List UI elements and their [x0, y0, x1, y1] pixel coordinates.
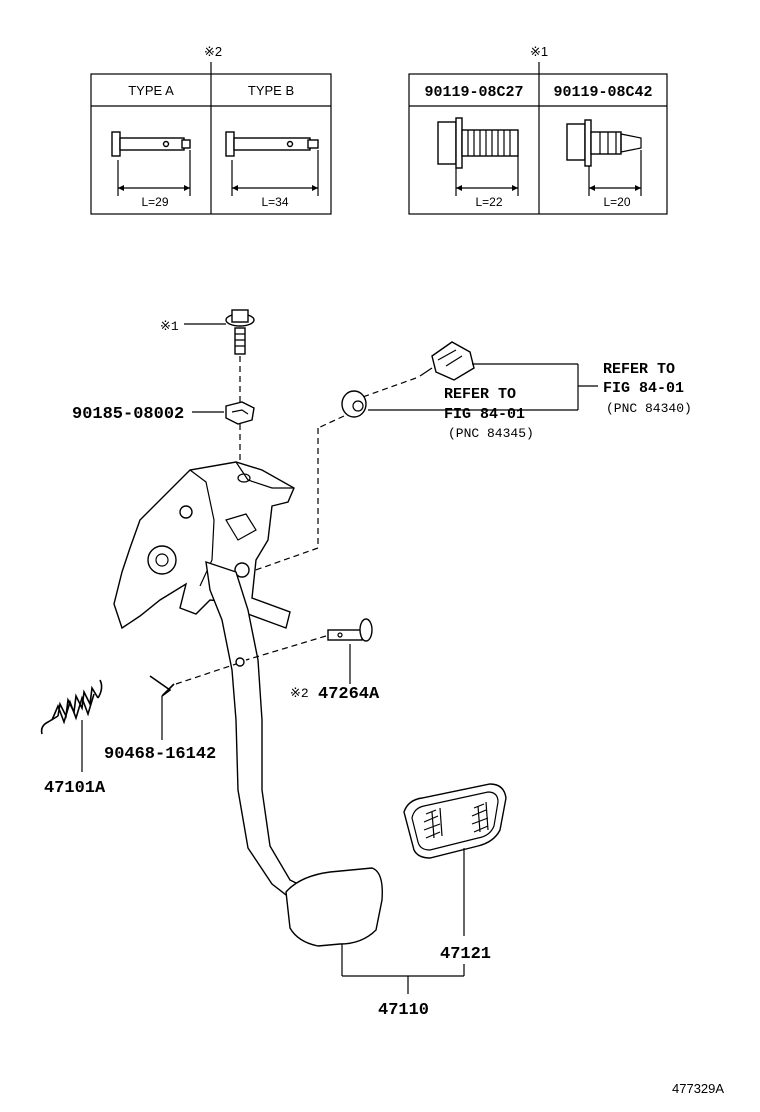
- bolt-marker: ※1: [160, 319, 179, 334]
- pedal-bracket-icon: [113, 461, 295, 630]
- retaining-clip-icon: [149, 675, 175, 697]
- pad-part-number: 47121: [440, 945, 491, 964]
- bolt-a-header: 90119-08C27: [424, 84, 523, 101]
- clevis-pin-icon: [327, 618, 373, 642]
- pedal-cushion-icon: [341, 390, 367, 418]
- stop-lamp-switch-icon: [419, 341, 475, 381]
- pin-marker: ※2: [290, 686, 309, 701]
- type-b-length: L=34: [261, 195, 288, 209]
- refer-84345-line2: FIG 84-01: [444, 406, 525, 423]
- pin-type-b-icon: [225, 131, 319, 196]
- pedal-pad-icon: [403, 783, 507, 859]
- bolt-table: ※1 90119-08C27 90119-08C42 L=22: [408, 44, 668, 215]
- pin-part-number: 47264A: [318, 685, 380, 704]
- bolt-a-length: L=22: [475, 195, 502, 209]
- diagram-id: 477329A: [672, 1081, 724, 1096]
- nut-part-number: 90185-08002: [72, 405, 184, 424]
- bolt-b-header: 90119-08C42: [553, 84, 652, 101]
- type-b-header: TYPE B: [248, 83, 294, 98]
- refer-84340-line1: REFER TO: [603, 361, 675, 378]
- brake-pedal-arm-icon: [205, 560, 383, 947]
- spring-part-number: 47101A: [44, 779, 106, 798]
- refer-84345-line1: REFER TO: [444, 386, 516, 403]
- refer-84340-line2: FIG 84-01: [603, 380, 684, 397]
- bolt-table-marker: ※1: [530, 44, 548, 59]
- bolt-a-icon: [437, 117, 519, 196]
- clip-nut-icon: [225, 401, 255, 425]
- type-a-header: TYPE A: [128, 83, 174, 98]
- flange-bolt-icon: [225, 309, 255, 355]
- bolt-b-length: L=20: [603, 195, 630, 209]
- type-table: ※2 TYPE A TYPE B L=29: [90, 44, 332, 215]
- clip-part-number: 90468-16142: [104, 745, 216, 764]
- bolt-b-icon: [566, 119, 642, 196]
- return-spring-icon: [40, 679, 103, 735]
- refer-84345-line3: (PNC 84345): [448, 426, 534, 441]
- pin-type-a-icon: [111, 131, 191, 196]
- pedal-part-number: 47110: [378, 1001, 429, 1020]
- type-a-length: L=29: [141, 195, 168, 209]
- type-table-marker: ※2: [204, 44, 222, 59]
- refer-84340-line3: (PNC 84340): [606, 401, 692, 416]
